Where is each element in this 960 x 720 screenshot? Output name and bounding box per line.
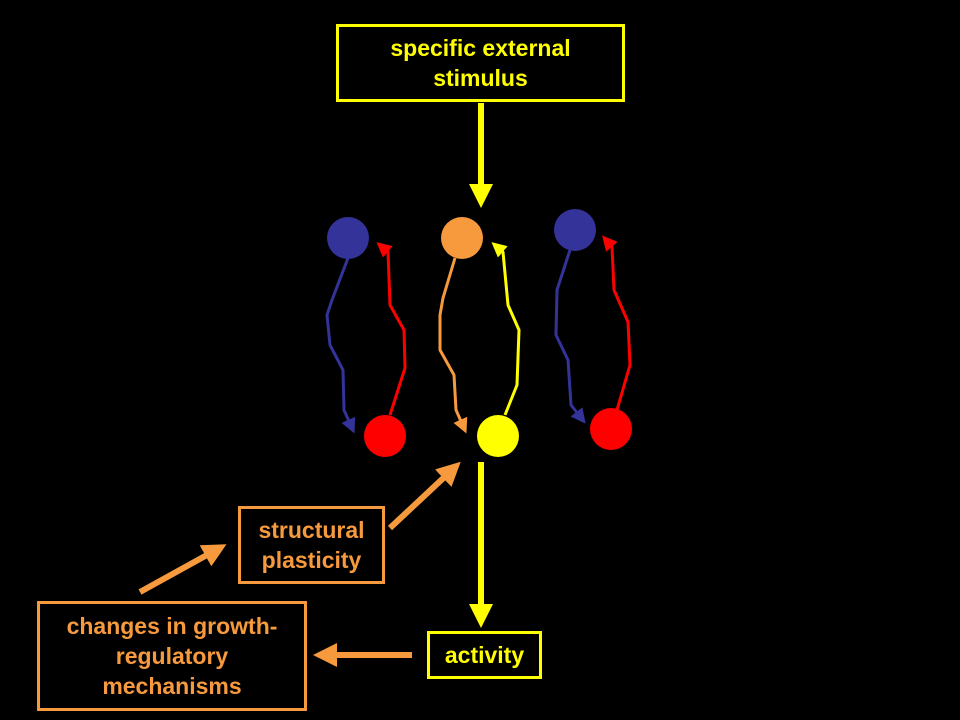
- stimulus-box: specific external stimulus: [336, 24, 625, 102]
- activity-box: activity: [427, 631, 542, 679]
- neuron-blue-1: [327, 217, 369, 259]
- axon-yellow: [491, 242, 521, 416]
- plasticity-to-network-arrow: [387, 461, 461, 531]
- neuron-orange: [441, 217, 483, 259]
- neuron-yellow: [477, 415, 519, 457]
- changes-to-plasticity-arrow: [138, 544, 227, 595]
- changes-box: changes in growth-regulatory mechanisms: [37, 601, 307, 711]
- neuron-blue-2: [554, 209, 596, 251]
- neuron-red-1: [364, 415, 406, 457]
- axon-orange: [438, 257, 468, 434]
- structural-plasticity-box: structural plasticity: [238, 506, 385, 584]
- activity-label: activity: [444, 642, 525, 668]
- stimulus-label: specific external stimulus: [390, 35, 571, 91]
- structural-plasticity-label: structural plasticity: [258, 517, 365, 573]
- axon-blue-1: [325, 257, 356, 434]
- neuron-red-2: [590, 408, 632, 450]
- changes-label: changes in growth-regulatory mechanisms: [66, 613, 278, 699]
- axon-blue-2: [554, 249, 586, 424]
- axon-red-1: [376, 242, 407, 416]
- axon-red-2: [602, 235, 632, 411]
